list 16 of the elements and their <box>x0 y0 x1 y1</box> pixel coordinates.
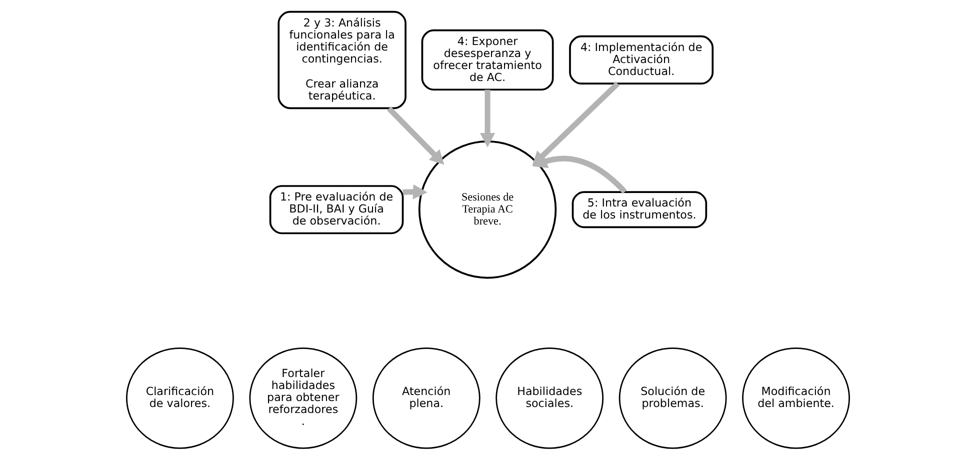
node-circle: Fortaler habilidades para obtener reforzadores . <box>249 347 358 449</box>
arrow <box>532 154 627 194</box>
node-circle: Sesiones de Terapia AC breve. <box>418 140 557 279</box>
node-box: 4: Exponer desesperanza y ofrecer tratamiento de AC. <box>421 29 554 91</box>
node-box: 5: Intra evaluación de los instrumentos. <box>572 191 708 228</box>
node-circle: Atención plena. <box>372 347 480 449</box>
node-box: 1: Pre evaluación de BDI-II, BAI y Guía de observación. <box>269 185 404 234</box>
arrow <box>480 90 496 148</box>
arrow <box>386 106 444 165</box>
node-box: 2 y 3: Análisis funcionales para la identificación de contingencias. Crear alianza terapéutica. <box>278 10 406 110</box>
node-circle: Solución de problemas. <box>618 347 727 449</box>
node-circle: Modificación del ambiente. <box>742 347 850 449</box>
arrow <box>402 184 428 200</box>
node-circle: Clarificación de valores. <box>126 347 234 449</box>
node-box: 4: Implementación de Activación Conductual. <box>569 35 714 85</box>
node-circle: Habilidades sociales. <box>496 347 604 449</box>
